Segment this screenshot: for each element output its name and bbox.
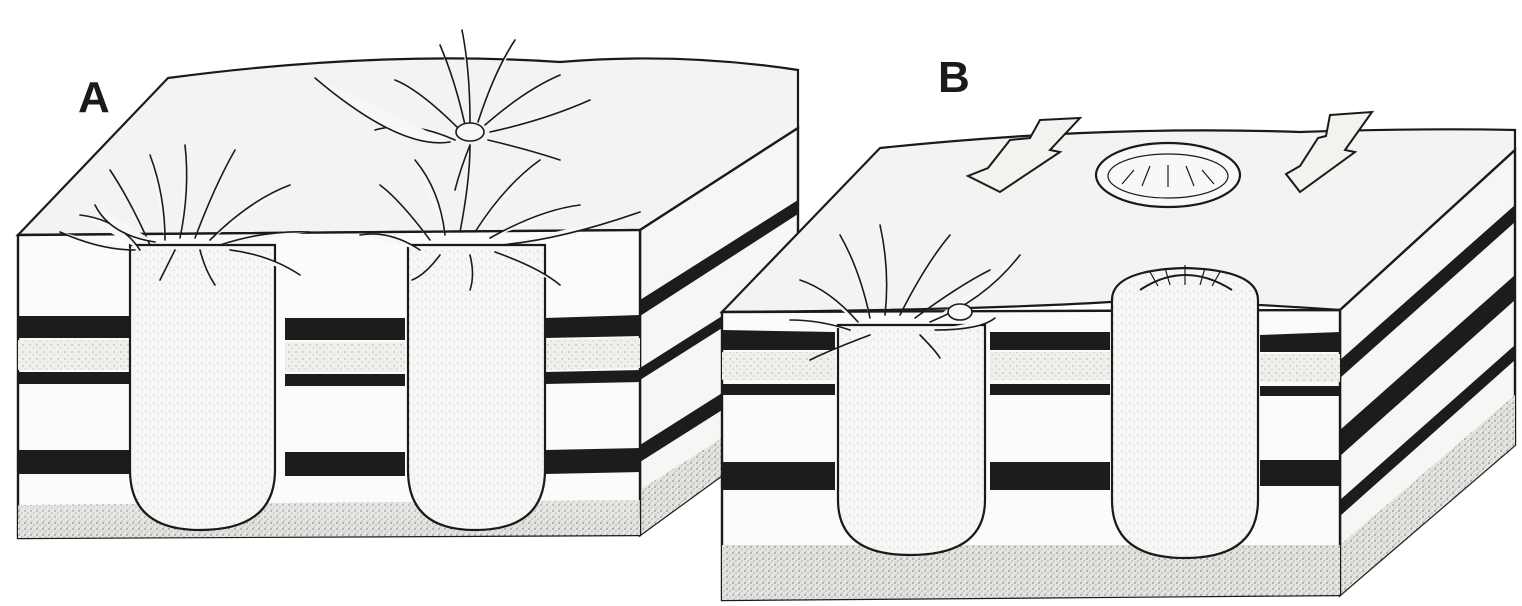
anemone-burrow	[130, 245, 275, 530]
panel-b: B	[722, 53, 1515, 600]
anemone-burrow	[1112, 268, 1258, 558]
panel-b-label: B	[938, 53, 970, 102]
panel-a: A	[18, 30, 798, 538]
panel-a-dark-bed	[18, 315, 640, 340]
panel-a-label: A	[78, 73, 110, 122]
panel-b-sand-base	[722, 545, 1340, 600]
anemone-burrow	[838, 325, 985, 555]
anemone-burrow	[408, 245, 545, 530]
retracted-anemone-disc-icon	[1096, 143, 1240, 207]
